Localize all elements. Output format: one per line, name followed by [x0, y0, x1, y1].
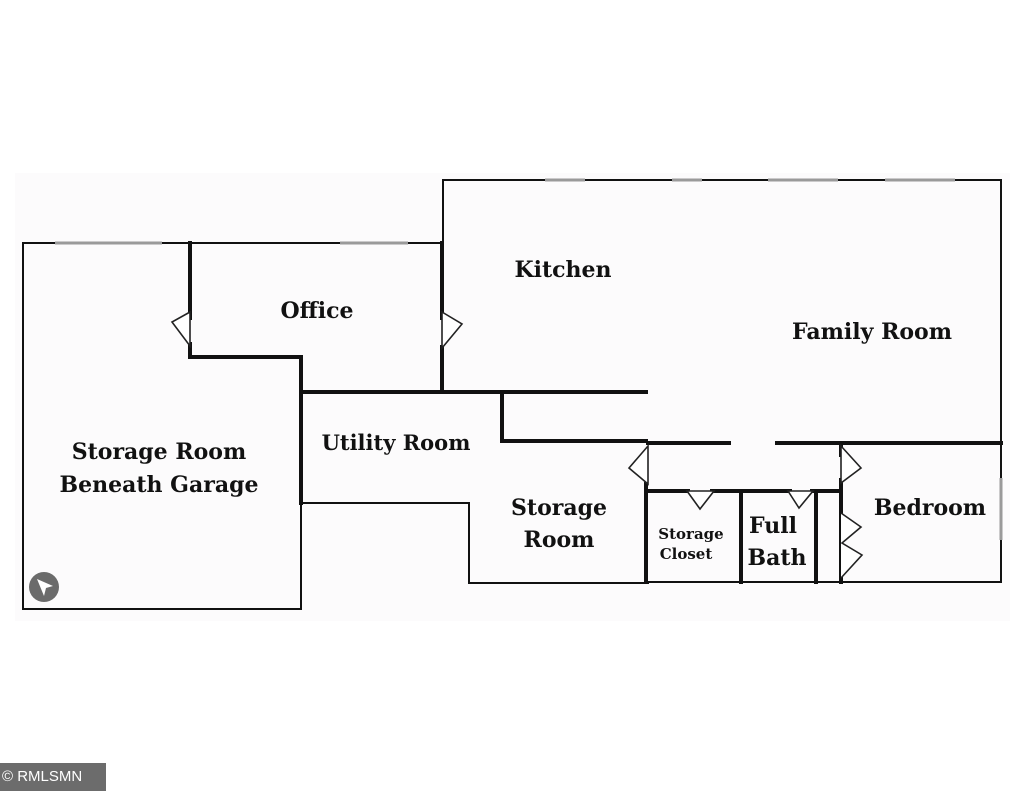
bedroom-door: [840, 443, 863, 485]
kitchen-label: Kitchen: [514, 257, 611, 283]
storage-room-door: [627, 443, 649, 486]
storage-closet-label-line2: Closet: [660, 545, 713, 563]
storage-room-label-line1: Storage: [511, 495, 607, 521]
walls: [22, 179, 1003, 610]
bath-door: [786, 490, 815, 510]
full-bath-label-line1: Full: [749, 513, 797, 539]
office-right-door: [441, 310, 464, 351]
bedroom-closet-bifold: [840, 512, 864, 579]
doors: [170, 310, 864, 579]
watermark: © RMLSMN: [0, 763, 106, 791]
full-bath-label-line2: Bath: [747, 545, 806, 571]
office-label: Office: [281, 298, 354, 324]
storage-room-label-line2: Room: [524, 527, 595, 553]
windows: [55, 178, 1003, 540]
compass-arrow-icon: [29, 572, 59, 602]
closet-door: [685, 490, 716, 511]
family-room-label: Family Room: [792, 319, 952, 345]
bedroom-label: Bedroom: [874, 495, 986, 521]
office-left-door: [170, 310, 191, 349]
storage-garage-label-line1: Storage Room: [72, 439, 247, 465]
storage-closet-label-line1: Storage: [658, 525, 723, 543]
storage-garage-label-line2: Beneath Garage: [60, 472, 259, 498]
utility-room-label: Utility Room: [322, 430, 471, 455]
